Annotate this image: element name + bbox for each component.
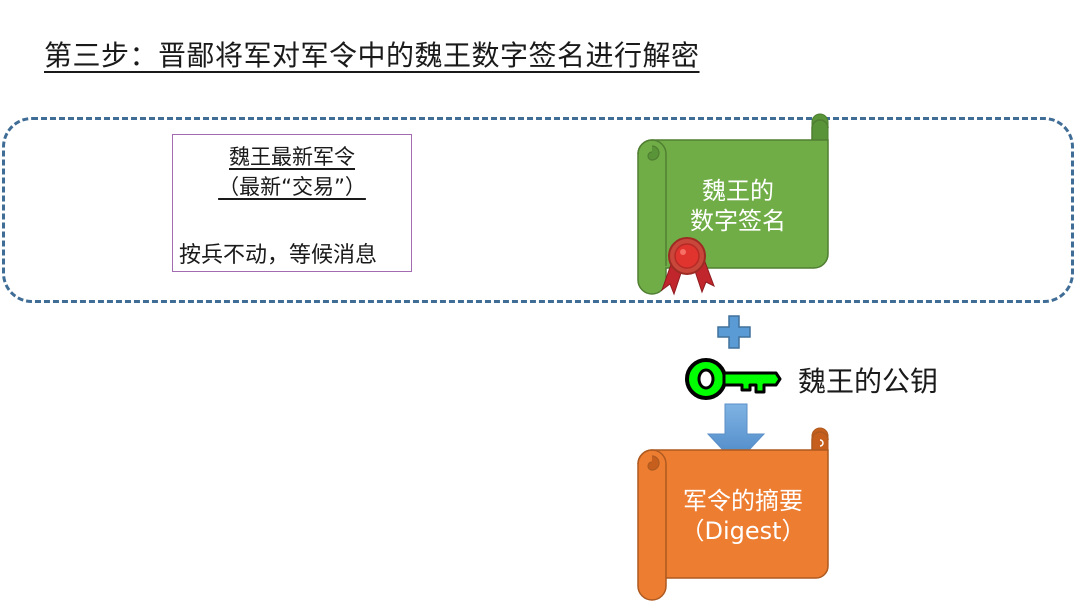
dashed-boundary — [2, 117, 1074, 303]
down-arrow-icon — [706, 403, 766, 465]
public-key-label: 魏王的公钥 — [798, 365, 939, 398]
plus-icon — [717, 315, 751, 349]
message-body: 按兵不动，等候消息 — [179, 243, 378, 268]
digest-label-line2: （Digest） — [680, 517, 806, 545]
signature-label: 魏王的 数字签名 — [676, 176, 800, 236]
digest-label: 军令的摘要 （Digest） — [668, 486, 818, 546]
signature-label-line1: 魏王的 — [702, 177, 774, 205]
message-box: 魏王最新军令 （最新“交易”） 按兵不动，等候消息 — [172, 134, 412, 272]
signature-label-line2: 数字签名 — [690, 207, 786, 235]
message-title: 魏王最新军令 — [229, 145, 355, 169]
page-title: 第三步：晋鄙将军对军令中的魏王数字签名进行解密 — [44, 39, 700, 72]
message-subtitle: （最新“交易”） — [218, 175, 366, 199]
key-icon — [685, 358, 782, 400]
signature-scroll — [637, 113, 829, 296]
seal-icon — [668, 237, 706, 275]
digest-scroll — [637, 427, 829, 601]
digest-label-line1: 军令的摘要 — [683, 487, 803, 515]
